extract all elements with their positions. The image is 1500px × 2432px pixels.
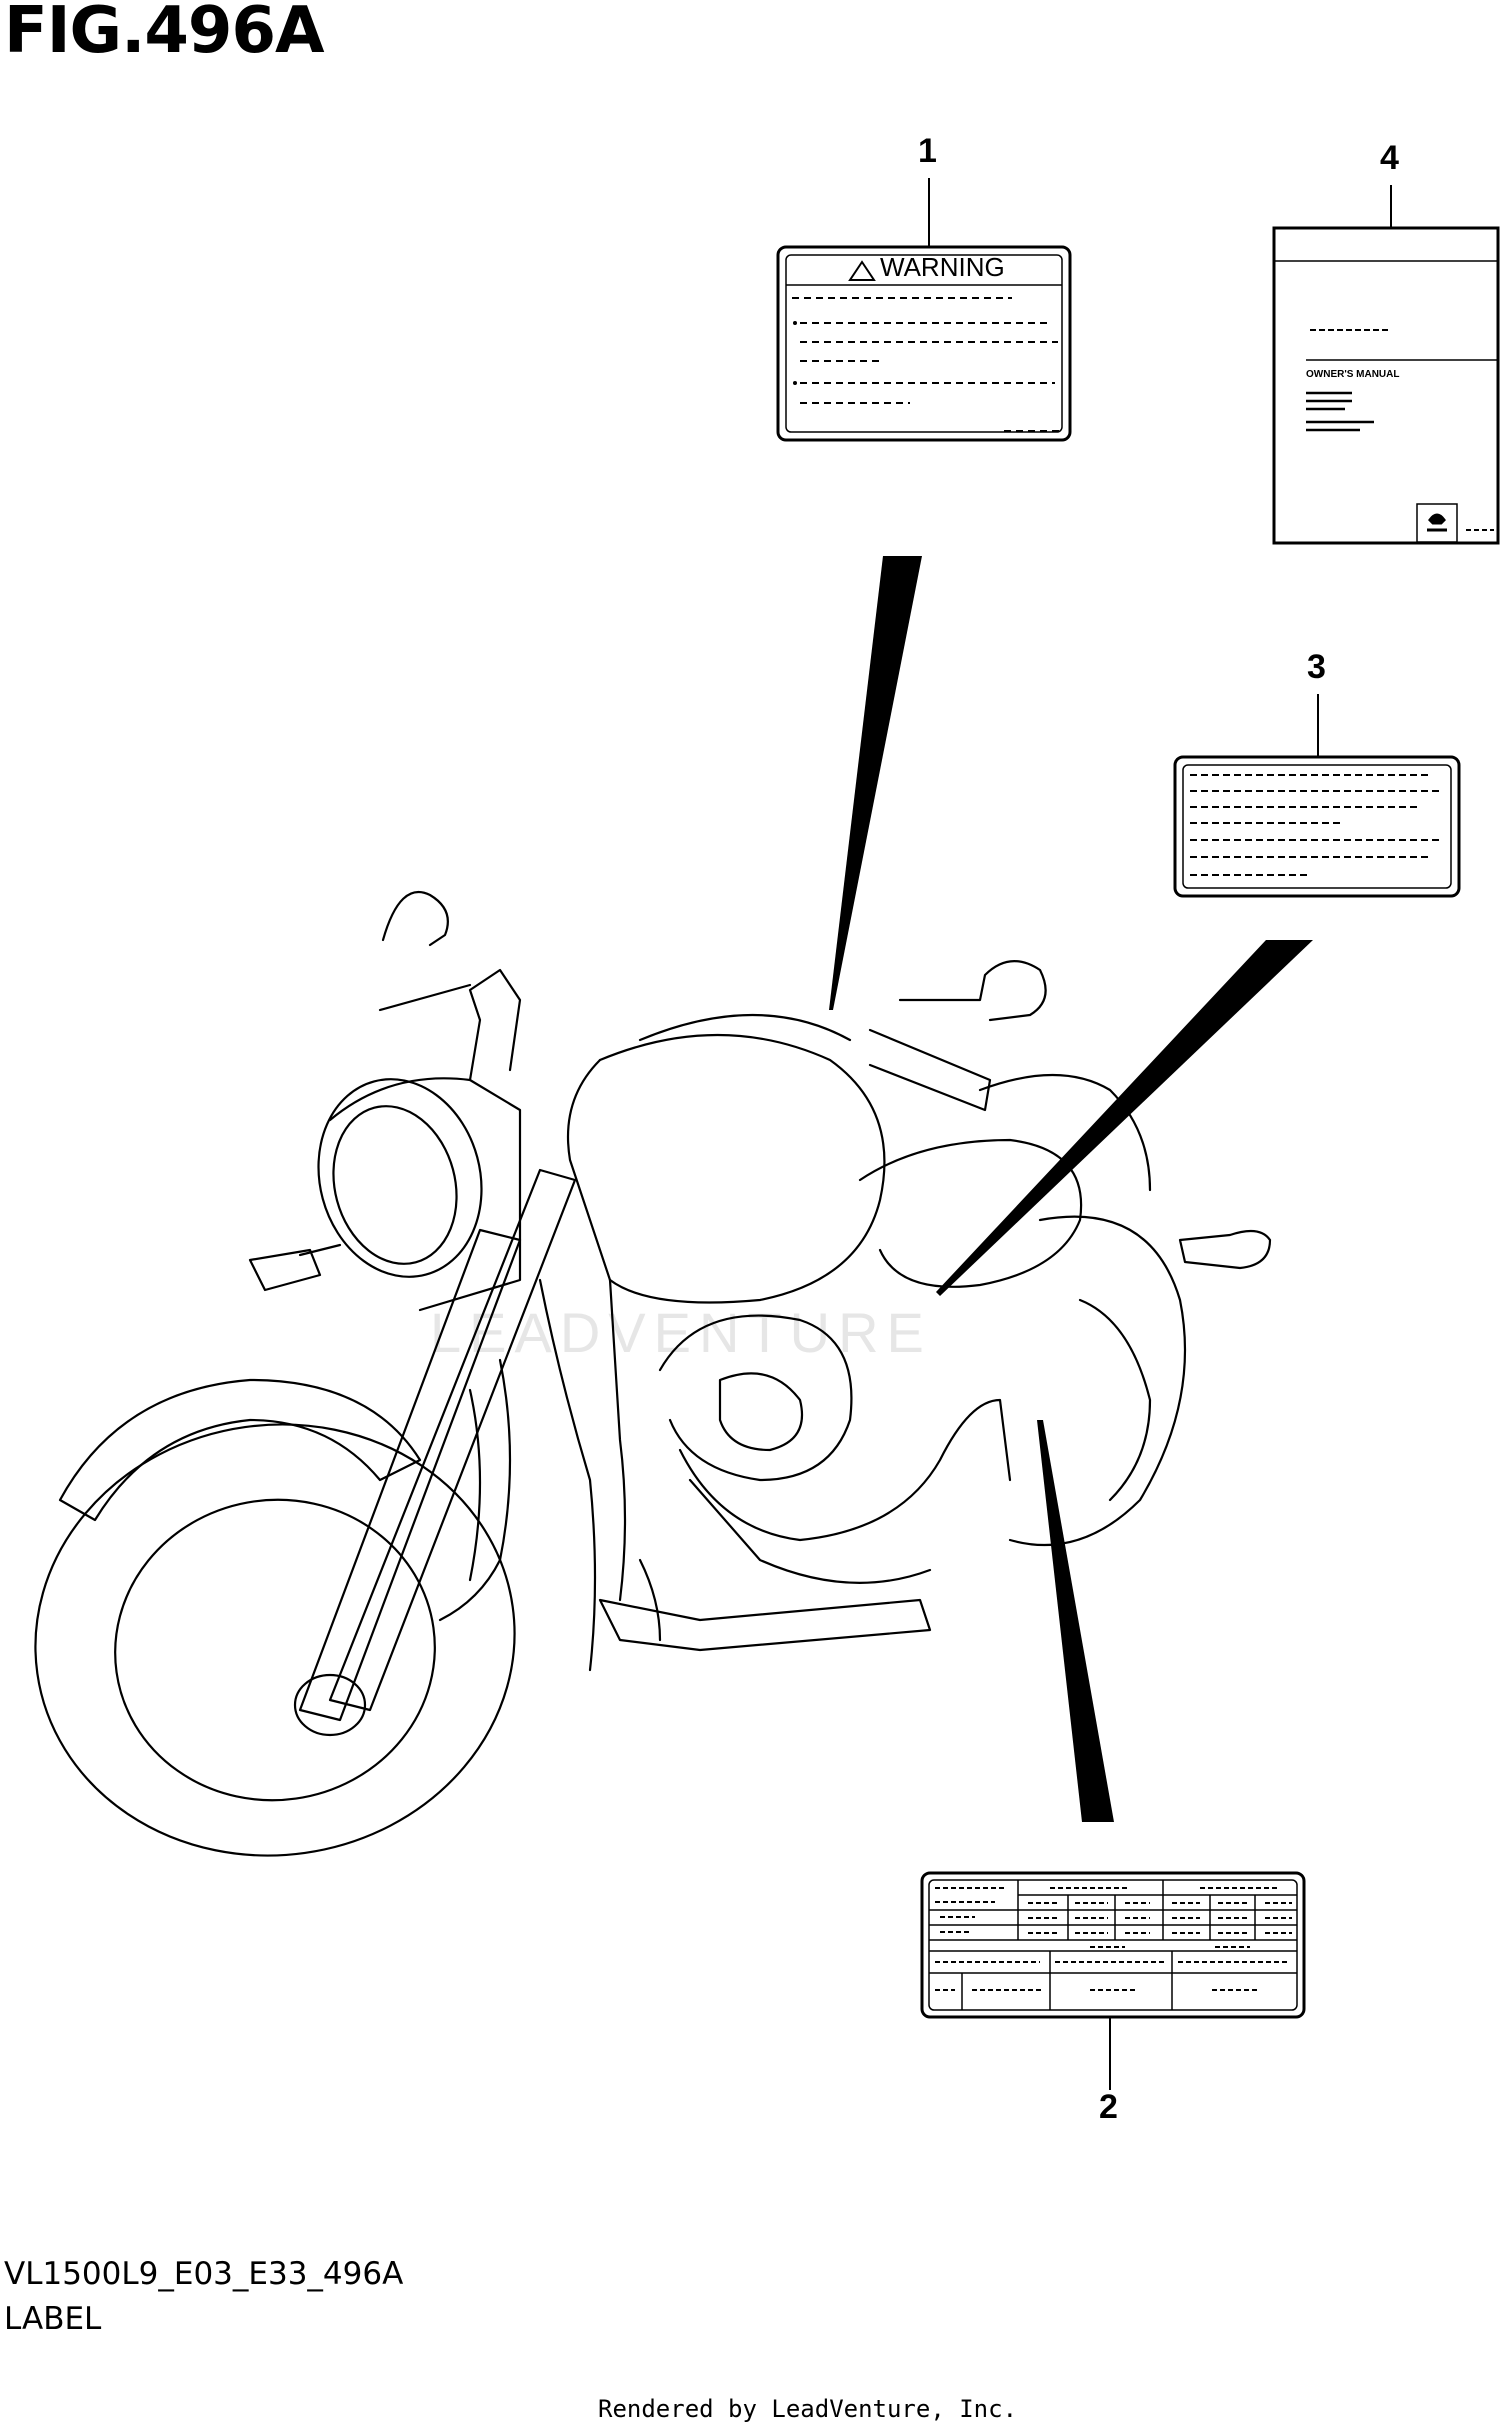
warning-label[interactable] <box>776 245 1072 442</box>
warning-heading: WARNING <box>880 252 1005 282</box>
diagram-label: LABEL <box>4 2301 102 2337</box>
callout-4[interactable]: 4 <box>1380 139 1399 177</box>
pointer-1 <box>829 556 922 1010</box>
information-label[interactable] <box>1173 755 1461 898</box>
owners-manual[interactable] <box>1272 226 1500 545</box>
rendered-by-credit: Rendered by LeadVenture, Inc. <box>598 2395 1018 2423</box>
callout-3[interactable]: 3 <box>1307 648 1326 686</box>
callout-2[interactable]: 2 <box>1099 2088 1118 2126</box>
figure-title: FIG.496A <box>4 0 324 68</box>
warning-triangle-icon <box>848 260 876 281</box>
pointer-2 <box>1037 1420 1114 1822</box>
callout-1[interactable]: 1 <box>918 132 937 170</box>
reader-icon <box>1427 513 1447 532</box>
diagram-code: VL1500L9_E03_E33_496A <box>4 2256 404 2292</box>
pointer-3 <box>936 940 1313 1296</box>
motorcycle-illustration <box>34 890 1272 1857</box>
tire-information-label[interactable] <box>920 1871 1306 2019</box>
owners-manual-heading: OWNER'S MANUAL <box>1306 369 1400 380</box>
